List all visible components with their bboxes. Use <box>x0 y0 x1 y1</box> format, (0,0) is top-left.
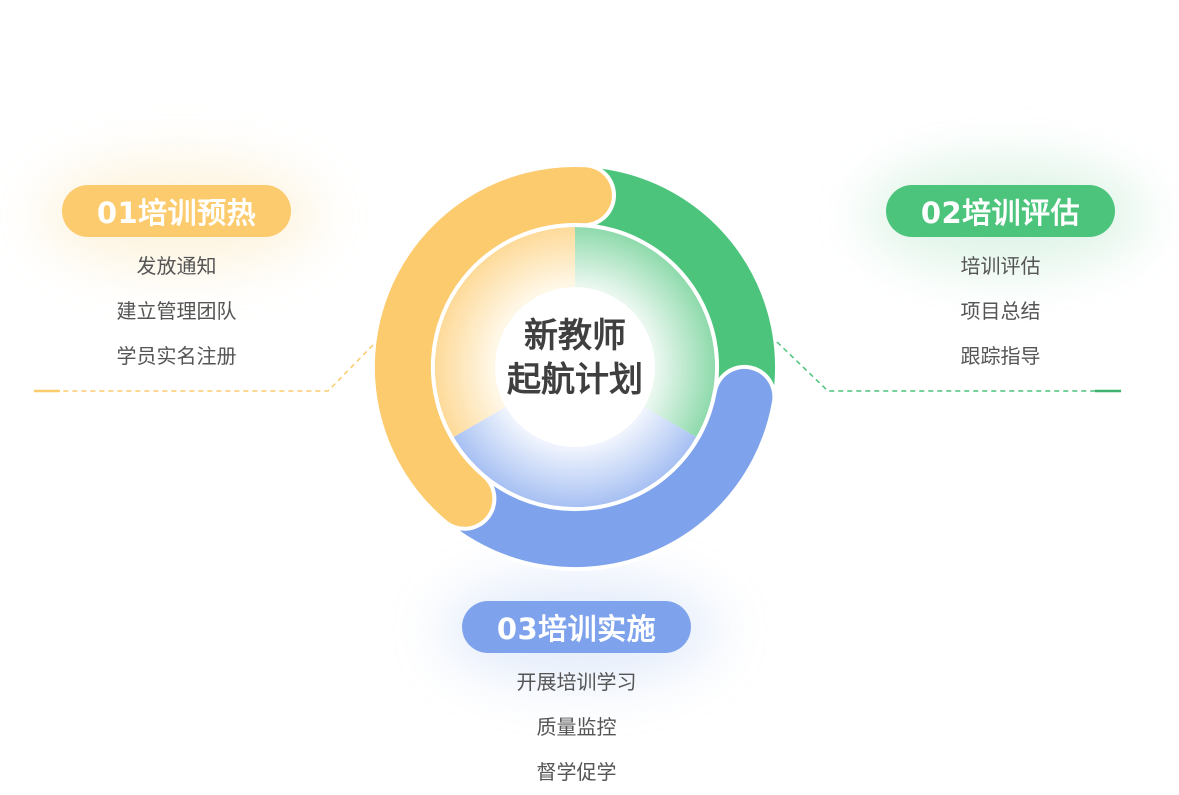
stage-03-item: 开展培训学习 <box>516 670 637 694</box>
outer-arc-yellow <box>374 166 612 527</box>
stage-03-item: 督学促学 <box>536 760 617 784</box>
stage-01-item: 发放通知 <box>136 254 217 278</box>
stage-02-item: 培训评估 <box>960 254 1041 278</box>
stage-03-badge: 03培训实施 <box>462 601 691 653</box>
stage-02-badge: 02培训评估 <box>886 185 1115 237</box>
stage-01-items: 发放通知 建立管理团队 学员实名注册 <box>62 244 291 379</box>
stage-02-item: 跟踪指导 <box>960 344 1041 368</box>
stage-01-item: 学员实名注册 <box>116 344 237 368</box>
stage-03-items: 开展培训学习 质量监控 督学促学 <box>462 660 691 795</box>
stage-03-item: 质量监控 <box>536 715 617 739</box>
stage-01-item: 建立管理团队 <box>116 299 237 323</box>
center-circle <box>495 287 655 447</box>
center-title-line1: 新教师 <box>524 316 626 356</box>
stage-02-item: 项目总结 <box>960 299 1041 323</box>
stage-02-items: 培训评估 项目总结 跟踪指导 <box>886 244 1115 379</box>
connector-left <box>60 344 374 392</box>
stage-01-badge: 01培训预热 <box>62 185 291 237</box>
center-title: 新教师 起航计划 <box>474 314 676 402</box>
center-title-line2: 起航计划 <box>507 360 643 400</box>
inner-sector-blue <box>449 400 701 513</box>
